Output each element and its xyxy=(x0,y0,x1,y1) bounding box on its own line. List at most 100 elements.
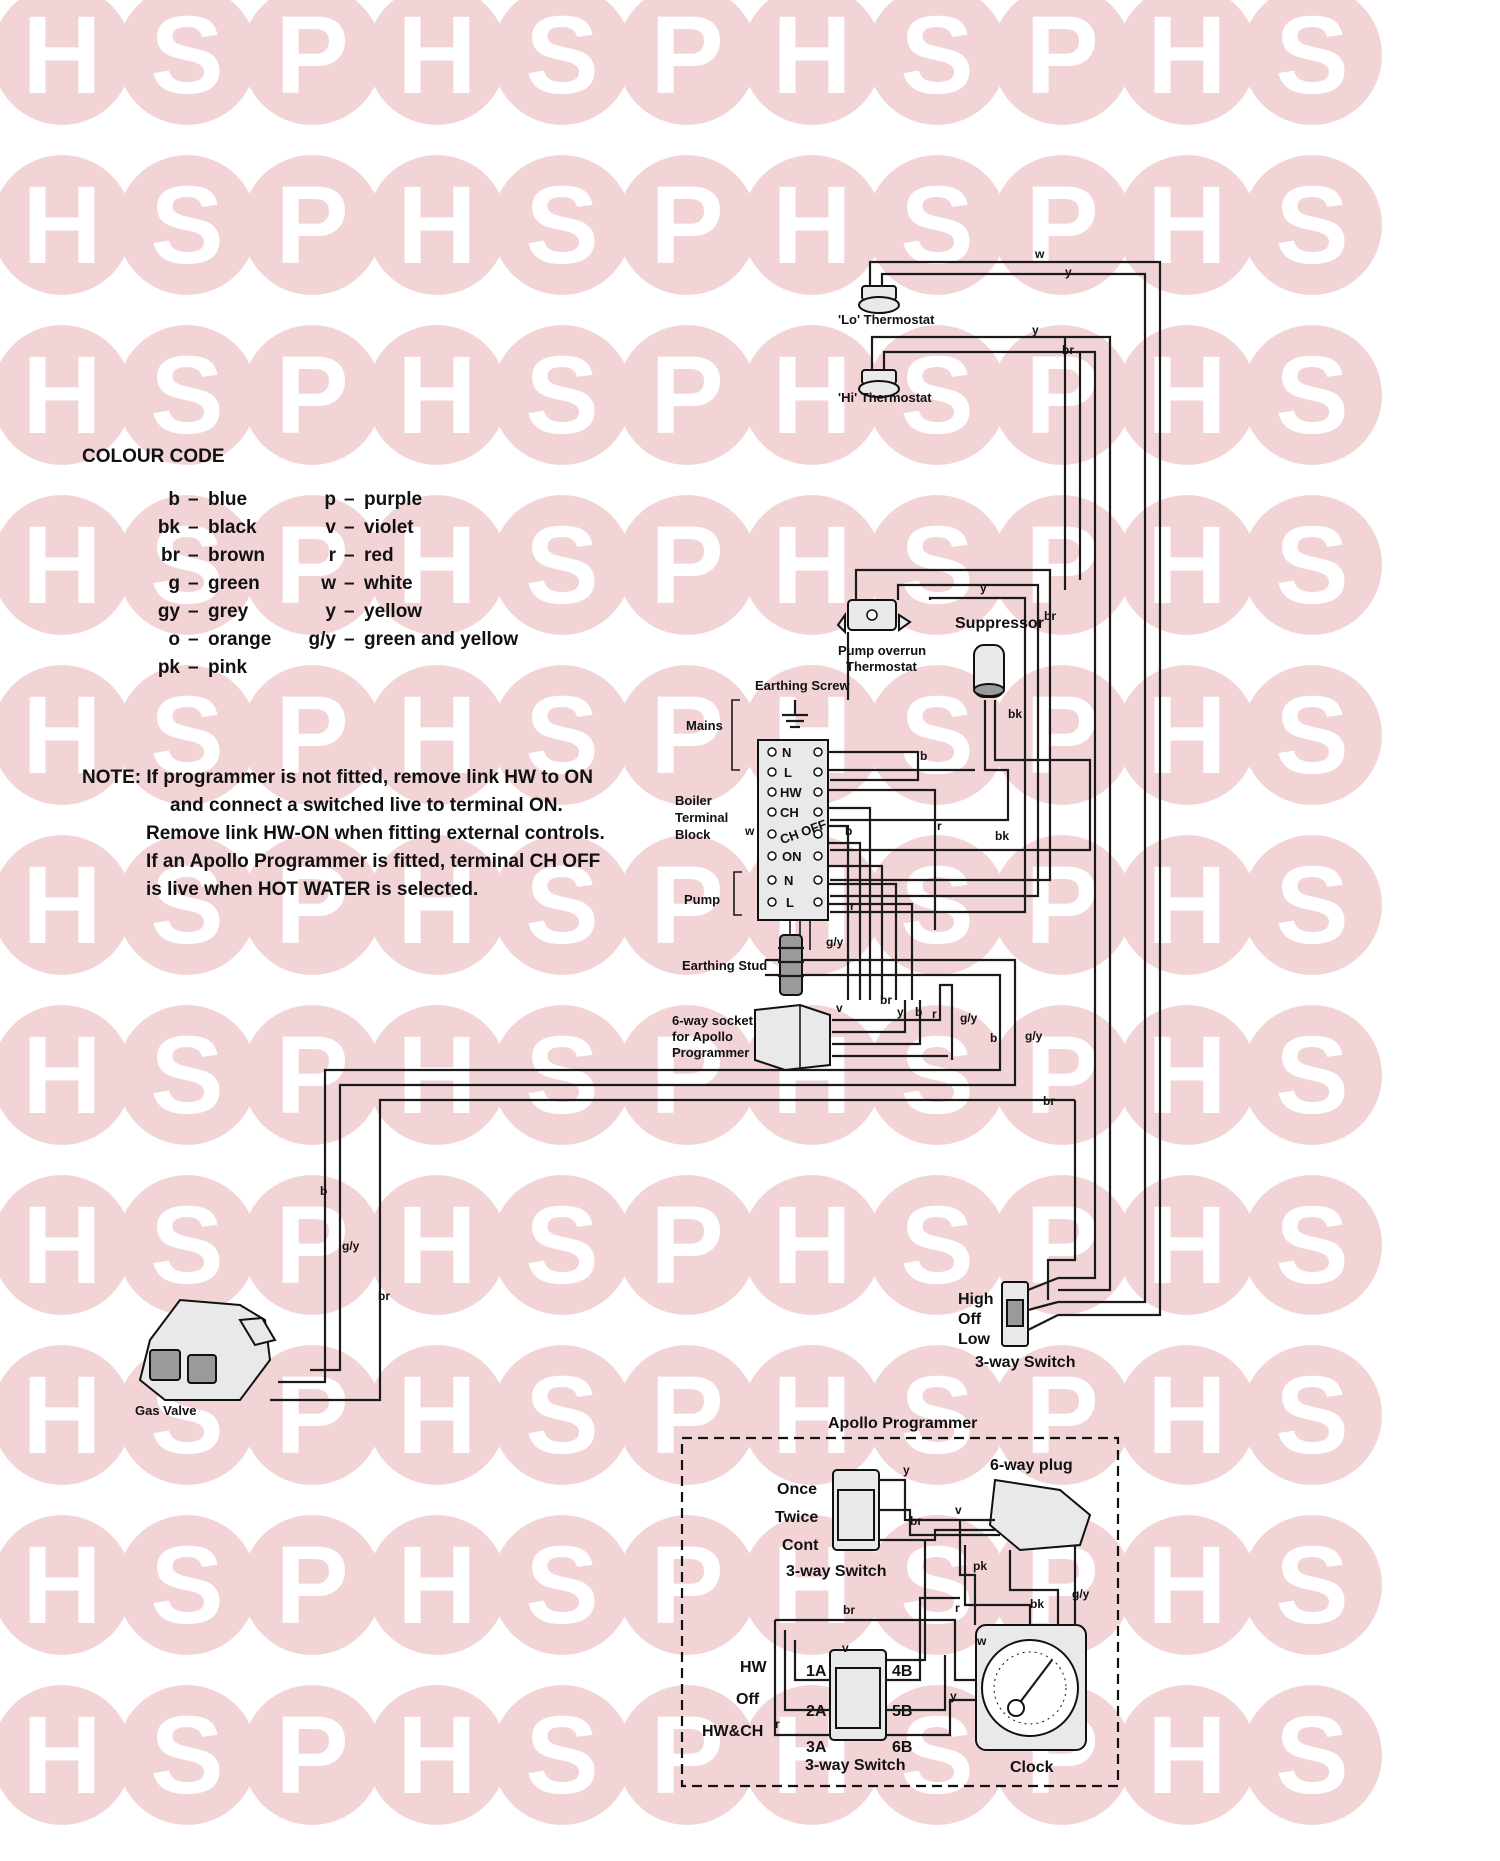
switch2-position: HW&CH xyxy=(702,1723,763,1740)
watermark-circle xyxy=(992,0,1132,125)
switch-position-low: Low xyxy=(958,1331,991,1348)
watermark-letter: H xyxy=(22,844,101,967)
note-line: and connect a switched live to terminal … xyxy=(170,795,563,816)
note-line: If an Apollo Programmer is fitted, termi… xyxy=(146,851,600,872)
six-way-socket: 6-way socket for Apollo Programmer xyxy=(672,1003,831,1072)
earthing-screw: Earthing Screw xyxy=(755,678,851,729)
watermark-circle xyxy=(242,495,382,635)
terminal-row: L xyxy=(767,895,823,910)
watermark-circle xyxy=(367,325,507,465)
watermark-circle xyxy=(242,1685,382,1825)
watermark-circle xyxy=(742,1175,882,1315)
watermark-circle xyxy=(242,1005,382,1145)
watermark-letter: P xyxy=(1025,1354,1098,1477)
colour-code-name: grey xyxy=(208,601,249,622)
watermark-circle xyxy=(992,665,1132,805)
watermark-circle xyxy=(1242,155,1382,295)
watermark-circle xyxy=(1117,495,1257,635)
colour-code-left: b – blue bk – black br – brown g – green… xyxy=(158,489,272,678)
watermark-circle xyxy=(867,1345,1007,1485)
watermark-letter: S xyxy=(525,1184,598,1307)
colour-code-name: blue xyxy=(208,489,247,510)
colour-code-abbrev: g/y xyxy=(309,629,337,650)
switch2-position: HW xyxy=(740,1659,768,1676)
watermark-letter: S xyxy=(1275,334,1348,457)
watermark-circle xyxy=(992,495,1132,635)
watermark-letter: S xyxy=(150,674,223,797)
watermark-circle xyxy=(1242,1515,1382,1655)
svg-text:–: – xyxy=(188,545,199,566)
watermark-letter: S xyxy=(1275,1524,1348,1647)
mains-label: Mains xyxy=(686,718,723,733)
switch-rocker xyxy=(1006,1299,1024,1327)
switch2-pin: 4B xyxy=(892,1663,912,1680)
watermark-letter: S xyxy=(150,164,223,287)
watermark-letter: S xyxy=(900,1014,973,1137)
svg-text:–: – xyxy=(344,545,355,566)
watermark-circle xyxy=(617,155,757,295)
watermark-letter: P xyxy=(1025,1014,1098,1137)
watermark-letter: S xyxy=(1275,1014,1348,1137)
watermark-circle xyxy=(617,495,757,635)
watermark-circle xyxy=(867,155,1007,295)
watermark-letter: P xyxy=(650,1354,723,1477)
colour-code-abbrev: o xyxy=(168,629,180,650)
watermark-letter: P xyxy=(1025,164,1098,287)
watermark-circle xyxy=(367,0,507,125)
wire-label: br xyxy=(378,1289,390,1303)
watermark-letter: P xyxy=(650,1014,723,1137)
watermark-circle xyxy=(1117,1005,1257,1145)
watermark-letter: H xyxy=(397,674,476,797)
watermark-letter: S xyxy=(1275,1354,1348,1477)
thermostat-dial-icon xyxy=(866,609,878,621)
watermark-letter: P xyxy=(650,334,723,457)
watermark-letter: S xyxy=(525,1694,598,1817)
wire-label: br xyxy=(1044,609,1056,623)
watermark-circle xyxy=(242,1345,382,1485)
colour-code-abbrev: w xyxy=(320,573,336,594)
wire-label: r xyxy=(937,819,942,833)
svg-text:–: – xyxy=(188,601,199,622)
colour-code-name: white xyxy=(363,573,413,594)
watermark-letter: S xyxy=(525,504,598,627)
watermark-letter: S xyxy=(1275,0,1348,117)
watermark-letter: H xyxy=(397,334,476,457)
watermark-letter: S xyxy=(900,334,973,457)
colour-code-abbrev: br xyxy=(161,545,181,566)
watermark-circle xyxy=(617,1005,757,1145)
watermark-circle xyxy=(492,1515,632,1655)
watermark-circle xyxy=(367,495,507,635)
switch1-position: Cont xyxy=(782,1537,819,1554)
installation-note: NOTE: If programmer is not fitted, remov… xyxy=(82,767,605,900)
pump-overrun-label: Pump overrun xyxy=(838,643,926,658)
wire-label: r xyxy=(775,1717,780,1731)
watermark-circle xyxy=(1242,1685,1382,1825)
watermark-circle xyxy=(242,325,382,465)
wire-label: r xyxy=(850,899,855,913)
watermark-circle xyxy=(492,0,632,125)
mains-group: Mains xyxy=(686,699,740,771)
earthing-stud-body xyxy=(779,934,803,996)
watermark-letter: H xyxy=(772,504,851,627)
wire-label: y xyxy=(903,1463,910,1477)
apollo-programmer: Apollo Programmer 6-way plug Once Twice … xyxy=(680,1415,1120,1788)
wire-labels: w y y br y br bk bk b r b r w g/y v br y… xyxy=(320,247,1074,1303)
watermark-letter: P xyxy=(650,844,723,967)
watermark-circle xyxy=(492,1345,632,1485)
watermark-circle xyxy=(1117,1345,1257,1485)
watermark-circle xyxy=(367,665,507,805)
switch1-position: Twice xyxy=(775,1509,818,1526)
wire-label: bk xyxy=(995,829,1009,843)
watermark-letter: P xyxy=(275,334,348,457)
watermark-letter: P xyxy=(1025,334,1098,457)
watermark-letter: H xyxy=(22,164,101,287)
terminal-row: N xyxy=(767,873,823,888)
watermark-circle xyxy=(0,0,132,125)
colour-code-abbrev: b xyxy=(168,489,180,510)
watermark-circle xyxy=(242,835,382,975)
watermark-letter: S xyxy=(1275,504,1348,627)
watermark-letter: S xyxy=(900,1354,973,1477)
hi-thermostat-label: 'Hi' Thermostat xyxy=(838,390,932,405)
